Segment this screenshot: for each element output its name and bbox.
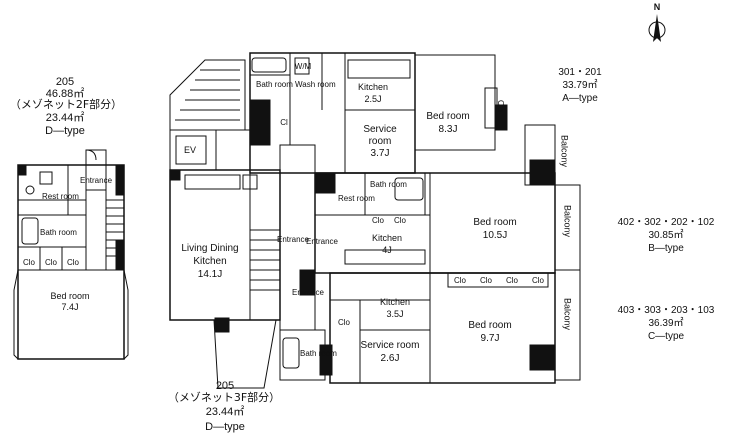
type-a-wm-label: W/M [294, 62, 312, 71]
unit-205-2f [13, 149, 129, 360]
unit-205-number: 205 [55, 76, 75, 88]
type-b-clo-2: Clo [393, 216, 406, 225]
type-a-kitchen-size: 2.5J [364, 94, 382, 104]
left-sink [39, 171, 53, 185]
type-c-bed-name: Bed room [468, 320, 512, 331]
type-c-area: 36.39㎡ [648, 318, 684, 329]
ldk-range [242, 174, 258, 190]
elevator-label: EV [183, 145, 196, 155]
left-bed-name: Bed room [50, 291, 90, 301]
type-b-area: 30.85㎡ [648, 230, 684, 241]
type-a-bed-name: Bed room [426, 111, 470, 122]
type-a-type: A―type [562, 93, 598, 104]
left-bed-size: 7.4J [61, 302, 79, 312]
type-a-cl: Cl [280, 118, 288, 127]
unit-205-type: D―type [45, 125, 85, 137]
type-a-wash-room: Wash room [295, 80, 336, 89]
type-a-area: 33.79㎡ [562, 80, 598, 91]
type-b-bath-room: Bath room [370, 180, 407, 189]
type-b-units: 402・302・202・102 [617, 217, 715, 228]
type-b-unit [314, 172, 581, 274]
type-c-clo-4: Clo [531, 276, 544, 285]
type-a-kitchen-name: Kitchen [357, 82, 389, 92]
type-a-clo: Clo [496, 100, 506, 113]
left-entrance: Entrance [80, 176, 113, 185]
balcony-a-label: Balcony [559, 135, 570, 168]
common-corridor [279, 144, 316, 331]
type-a-unit [249, 52, 556, 186]
left-toilet [25, 185, 35, 195]
corridor-entrance-low: Entrance [291, 288, 325, 297]
type-c-service-name: Service room [360, 340, 420, 351]
unit-205-3f-sub-area: 23.44㎡ [205, 406, 245, 418]
type-a-service-name-2: room [368, 136, 392, 147]
unit-205-3f-type: D―type [205, 421, 245, 433]
left-clo-3: Clo [66, 258, 79, 267]
ldk-counter [184, 174, 241, 190]
type-a-service-name-1: Service [363, 124, 397, 135]
type-a-units: 301・201 [558, 67, 602, 78]
balcony-c-label: Balcony [562, 298, 573, 331]
left-clo-1: Clo [22, 258, 35, 267]
ldk-stairs [250, 229, 280, 291]
type-b-entrance: Entrance [305, 237, 339, 246]
type-c-type: C―type [647, 331, 685, 342]
type-a-bed-size: 8.3J [438, 124, 458, 135]
type-b-clo-1: Clo [371, 216, 384, 225]
type-b-bathtub [394, 177, 424, 201]
type-a-kitchen-counter [347, 59, 411, 79]
type-c-kitchen-size: 3.5J [386, 309, 404, 319]
left-bathtub [21, 217, 39, 245]
unit-205-area: 46.88㎡ [45, 88, 85, 100]
type-c-bath-room: Bath room [300, 349, 337, 358]
unit-205-3f-note: （メゾネット3F部分） [167, 391, 281, 404]
type-c-bathtub [282, 337, 300, 369]
type-c-service-size: 2.6J [380, 353, 400, 364]
type-c-unit [279, 269, 581, 384]
ldk-name-1: Living Dining [181, 243, 239, 254]
type-c-clo-3: Clo [505, 276, 518, 285]
left-clo-2: Clo [44, 258, 57, 267]
elevator [175, 135, 207, 165]
type-a-bath-room: Bath room [256, 80, 293, 89]
type-b-type: B―type [648, 243, 684, 254]
core-stairs [175, 69, 240, 121]
type-b-rest-room: Rest room [338, 194, 375, 203]
type-c-clo-1: Clo [453, 276, 466, 285]
north-label: N [653, 2, 661, 12]
type-a-bathtub [251, 57, 287, 73]
ldk-name-2: Kitchen [193, 256, 227, 267]
type-c-kitchen-name: Kitchen [379, 297, 411, 307]
type-c-units: 403・303・203・103 [617, 305, 715, 316]
balcony-c [554, 269, 581, 381]
unit-205-note: （メゾネット2F部分） [9, 98, 123, 111]
type-c-bed-size: 9.7J [480, 333, 500, 344]
left-rest-room: Rest room [42, 192, 79, 201]
type-a-service-size: 3.7J [370, 148, 390, 159]
corridor-entrance-mid: Entrance [276, 235, 310, 244]
north-arrow-icon [648, 14, 666, 42]
type-c-clo-5: Clo [337, 318, 350, 327]
ldk-size: 14.1J [197, 269, 223, 280]
type-b-bed-size: 10.5J [482, 230, 508, 241]
type-b-bed-name: Bed room [473, 217, 517, 228]
unit-205-3f-number: 205 [215, 380, 235, 392]
type-c-closets [447, 272, 549, 288]
left-bath-room: Bath room [40, 228, 77, 237]
balcony-b-label: Balcony [562, 205, 573, 238]
type-b-kitchen-name: Kitchen [371, 233, 403, 243]
type-a-wm [294, 57, 310, 75]
type-b-kitchen-counter [344, 249, 426, 265]
type-b-kitchen-size: 4J [382, 245, 392, 255]
type-c-clo-2: Clo [479, 276, 492, 285]
unit-205-sub-area: 23.44㎡ [45, 112, 85, 124]
